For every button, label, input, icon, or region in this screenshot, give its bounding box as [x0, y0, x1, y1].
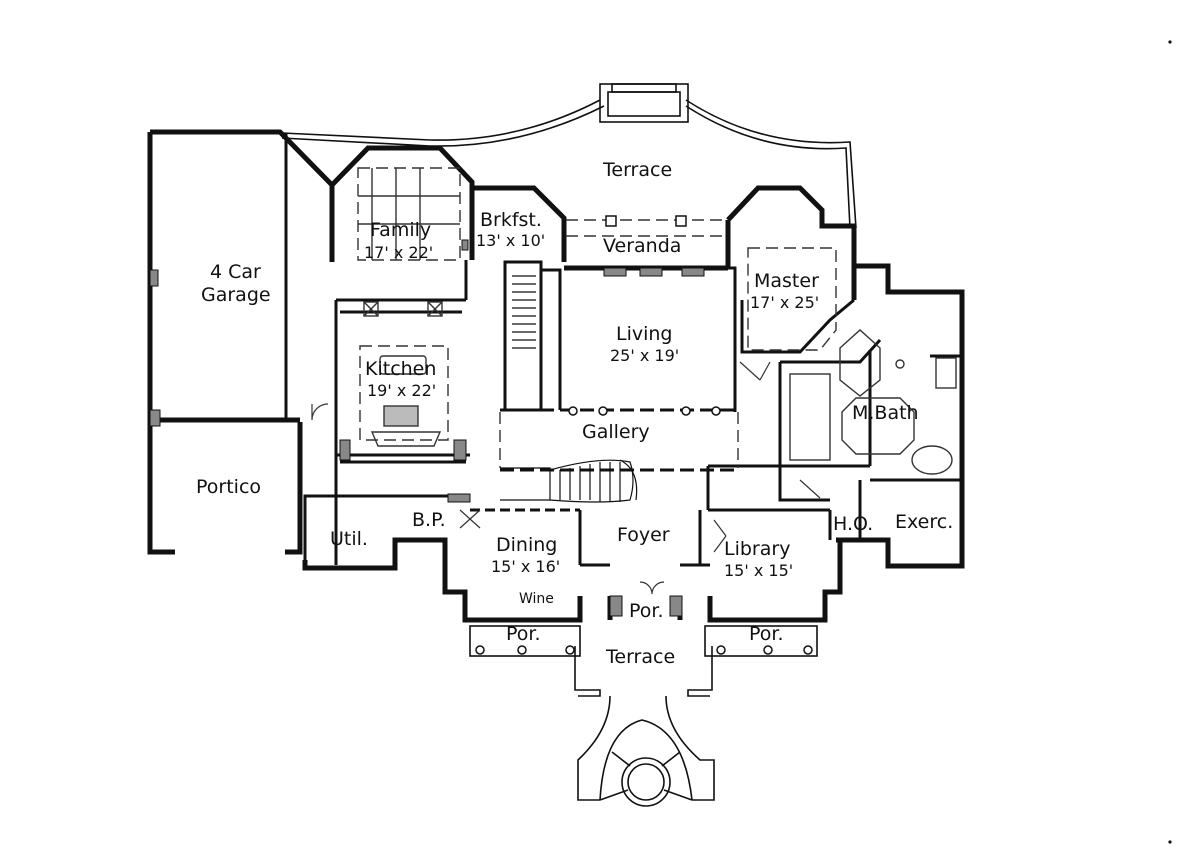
label-veranda: Veranda: [603, 235, 682, 257]
label-ho: H.O.: [833, 513, 874, 535]
column-posts: [475, 215, 813, 655]
kitchen-fixtures: [358, 168, 460, 447]
label-exerc: Exerc.: [895, 511, 954, 533]
door-swings: [311, 361, 821, 595]
label-master: Master: [754, 270, 819, 292]
label-living: Living: [616, 323, 673, 345]
corner-dot-bottom: [1168, 840, 1172, 844]
dashed-boundaries: [357, 167, 837, 468]
label-library-dim: 15' x 15': [724, 561, 794, 580]
label-brkfst: Brkfst.: [480, 209, 542, 231]
label-mbath: M.Bath: [852, 402, 919, 424]
label-library: Library: [724, 538, 791, 560]
corner-dot-top: [1168, 40, 1172, 44]
label-wine: Wine: [519, 591, 554, 607]
label-gallery: Gallery: [582, 421, 650, 443]
label-family: Family: [370, 219, 432, 241]
label-por-center: Por.: [629, 600, 664, 622]
label-brkfst-dim: 13' x 10': [476, 231, 546, 250]
label-garage-2: Garage: [201, 284, 271, 306]
label-terrace-front: Terrace: [606, 646, 676, 668]
label-kitchen: Kitchen: [365, 358, 437, 380]
label-kitchen-dim: 19' x 22': [367, 381, 437, 400]
label-foyer: Foyer: [617, 524, 670, 546]
interior-walls: [284, 133, 962, 567]
label-family-dim: 17' x 22': [364, 243, 434, 262]
label-master-dim: 17' x 25': [750, 293, 820, 312]
bath-fixtures: [789, 329, 957, 475]
front-terrace-outline: [469, 625, 818, 807]
label-portico: Portico: [196, 476, 262, 498]
wall-fills: [149, 239, 705, 617]
label-garage-1: 4 Car: [210, 261, 261, 283]
label-dining-dim: 15' x 16': [491, 557, 561, 576]
label-por-right: Por.: [749, 623, 784, 645]
staircases: [500, 275, 638, 503]
label-bp: B.P.: [412, 509, 446, 531]
label-living-dim: 25' x 19': [610, 346, 680, 365]
label-dining: Dining: [496, 534, 558, 556]
label-terrace-rear: Terrace: [603, 159, 673, 181]
label-util: Util.: [330, 528, 368, 550]
label-por-left: Por.: [506, 623, 541, 645]
